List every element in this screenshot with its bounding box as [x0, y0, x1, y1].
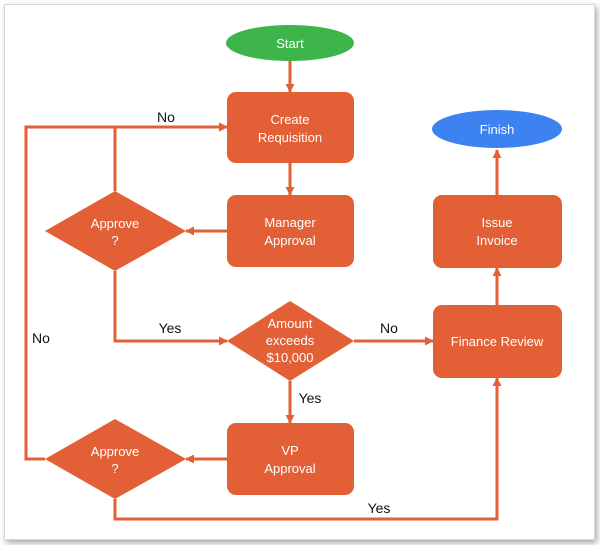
create-requisition-label-1: Create	[270, 112, 309, 127]
connectors	[24, 61, 502, 521]
vp-approval-label-2: Approval	[264, 461, 315, 476]
manager-approval-box	[227, 195, 354, 267]
edge-label-approve1-no: No	[157, 109, 175, 125]
approve-decision-1: Approve ?	[45, 191, 186, 271]
edge-approve2-no	[24, 122, 228, 461]
amount-label-1: Amount	[268, 316, 313, 331]
edge-label-amount-yes: Yes	[299, 390, 322, 406]
edge-label-approve2-yes: Yes	[368, 500, 391, 516]
edge-label-approve1-yes: Yes	[159, 320, 182, 336]
create-requisition-box	[227, 92, 354, 163]
approve-decision-2: Approve ?	[45, 419, 186, 499]
finish-terminator	[432, 110, 562, 148]
start-node: Start	[226, 25, 354, 61]
issue-invoice-label-1: Issue	[481, 215, 512, 230]
start-terminator	[226, 25, 354, 61]
approve-2-label-1: Approve	[91, 444, 139, 459]
finance-review-label: Finance Review	[451, 334, 544, 349]
finish-node: Finish	[432, 110, 562, 148]
approve-1-diamond	[45, 191, 186, 271]
issue-invoice-node: Issue Invoice	[433, 195, 562, 268]
edge-approve1-no	[113, 122, 228, 191]
vp-approval-box	[227, 423, 354, 495]
create-requisition-label-2: Requisition	[258, 130, 322, 145]
amount-decision: Amount exceeds $10,000	[227, 301, 354, 381]
amount-label-2: exceeds	[266, 333, 315, 348]
manager-approval-label-1: Manager	[264, 215, 316, 230]
vp-approval-node: VP Approval	[227, 423, 354, 495]
manager-approval-node: Manager Approval	[227, 195, 354, 267]
issue-invoice-box	[433, 195, 562, 268]
finance-review-node: Finance Review	[433, 305, 562, 378]
edge-label-approve2-no: No	[32, 330, 50, 346]
finance-review-box	[433, 305, 562, 378]
approve-2-diamond	[45, 419, 186, 499]
amount-diamond	[227, 301, 354, 381]
create-requisition-node: Create Requisition	[227, 92, 354, 163]
finish-label: Finish	[480, 122, 515, 137]
amount-label-3: $10,000	[267, 350, 314, 365]
start-label: Start	[276, 36, 304, 51]
approve-1-label-1: Approve	[91, 216, 139, 231]
approve-2-label-2: ?	[111, 461, 118, 476]
issue-invoice-label-2: Invoice	[476, 233, 517, 248]
manager-approval-label-2: Approval	[264, 233, 315, 248]
edge-label-amount-no: No	[380, 320, 398, 336]
approve-1-label-2: ?	[111, 233, 118, 248]
edge-approve2-yes	[113, 377, 502, 521]
vp-approval-label-1: VP	[281, 443, 298, 458]
edge-approve1-yes	[113, 271, 228, 346]
